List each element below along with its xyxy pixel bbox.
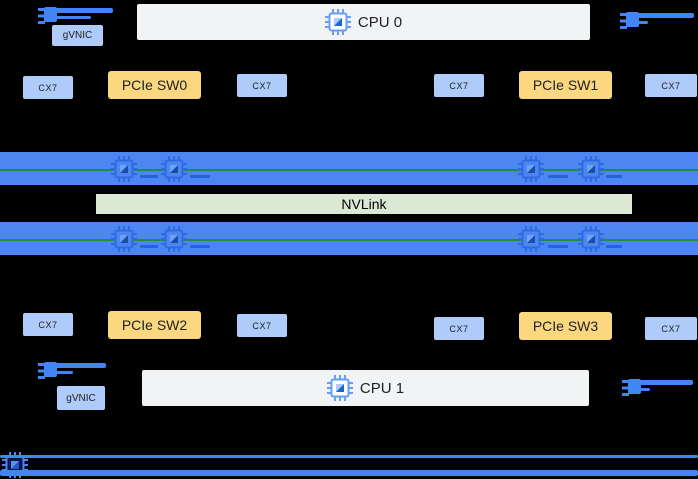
gpu-link-dash <box>548 175 568 178</box>
nic-label: CX7 <box>661 323 681 334</box>
nvlink-wire <box>0 169 698 171</box>
edge-link-line <box>0 470 698 476</box>
gvnic-label: gVNIC <box>62 30 93 41</box>
network-port-icon <box>622 379 698 399</box>
network-link-line <box>51 8 113 13</box>
gpu-chip-icon <box>578 156 604 182</box>
nic-label: CX7 <box>449 323 469 334</box>
network-link-line <box>638 380 693 385</box>
gpu-chip-icon <box>161 226 187 252</box>
cpu-chip-icon <box>324 9 351 35</box>
nvlink-label: NVLink <box>341 196 387 212</box>
nvlink-box: NVLink <box>95 193 633 215</box>
gpu-chip-icon <box>111 156 137 182</box>
gpu-link-dash <box>606 245 622 248</box>
port-pins <box>38 363 45 379</box>
cpu1-box: CPU 1 <box>142 370 589 406</box>
nic-label: CX7 <box>38 82 58 93</box>
port-pins <box>38 8 45 24</box>
port-pins <box>622 380 629 396</box>
gpu-link-dash <box>606 175 622 178</box>
gvnic-bottom-box: gVNIC <box>57 386 105 410</box>
pcie-sw-label: PCIe SW2 <box>121 317 188 333</box>
gvnic-top-box: gVNIC <box>52 25 103 46</box>
pcie-sw0-box: PCIe SW0 <box>108 71 201 99</box>
pcie-sw3-box: PCIe SW3 <box>519 312 612 340</box>
nic-label: CX7 <box>38 319 58 330</box>
gpu-chip-icon <box>111 226 137 252</box>
pcie-sw-label: PCIe SW0 <box>121 77 188 93</box>
nic-label: CX7 <box>252 80 272 91</box>
nvlink-wire <box>0 239 698 241</box>
gpu-link-dash <box>190 245 210 248</box>
pcie-sw1-box: PCIe SW1 <box>519 71 612 99</box>
network-port-icon <box>38 7 138 27</box>
gpu-band-top <box>0 152 698 185</box>
cpu0-box: CPU 0 <box>137 4 590 40</box>
port-pins <box>620 13 627 29</box>
cpu1-label: CPU 1 <box>359 379 405 397</box>
nic-cx7-box: CX7 <box>237 74 287 97</box>
network-link-line <box>51 371 73 374</box>
pcie-sw-label: PCIe SW1 <box>532 77 599 93</box>
gpu-chip-icon <box>578 226 604 252</box>
gpu-chip-icon <box>161 156 187 182</box>
edge-link-line <box>0 455 698 458</box>
gpu-chip-icon <box>518 156 544 182</box>
nic-cx7-box: CX7 <box>645 74 697 97</box>
network-link-line <box>636 13 694 18</box>
nic-cx7-box: CX7 <box>23 76 73 99</box>
network-link-line <box>51 363 106 368</box>
nic-label: CX7 <box>661 80 681 91</box>
network-port-icon <box>38 362 138 382</box>
nic-cx7-box: CX7 <box>645 317 697 340</box>
nic-label: CX7 <box>252 320 272 331</box>
network-port-icon <box>620 12 698 32</box>
gpu-band-bottom <box>0 222 698 255</box>
gpu-link-dash <box>140 175 158 178</box>
nic-cx7-box: CX7 <box>237 314 287 337</box>
nic-cx7-box: CX7 <box>434 74 484 97</box>
gpu-chip-icon <box>518 226 544 252</box>
nic-cx7-box: CX7 <box>434 317 484 340</box>
gpu-link-dash <box>190 175 210 178</box>
pcie-sw2-box: PCIe SW2 <box>108 311 201 339</box>
cpu0-label: CPU 0 <box>357 13 403 31</box>
pcie-sw-label: PCIe SW3 <box>532 318 599 334</box>
gpu-link-dash <box>140 245 158 248</box>
gpu-link-dash <box>548 245 568 248</box>
network-link-line <box>631 21 648 24</box>
network-link-line <box>633 388 650 391</box>
network-link-line <box>51 16 91 19</box>
gvnic-label: gVNIC <box>66 392 96 404</box>
nic-cx7-box: CX7 <box>23 313 73 336</box>
nic-label: CX7 <box>449 80 469 91</box>
cpu-chip-icon <box>326 375 353 401</box>
